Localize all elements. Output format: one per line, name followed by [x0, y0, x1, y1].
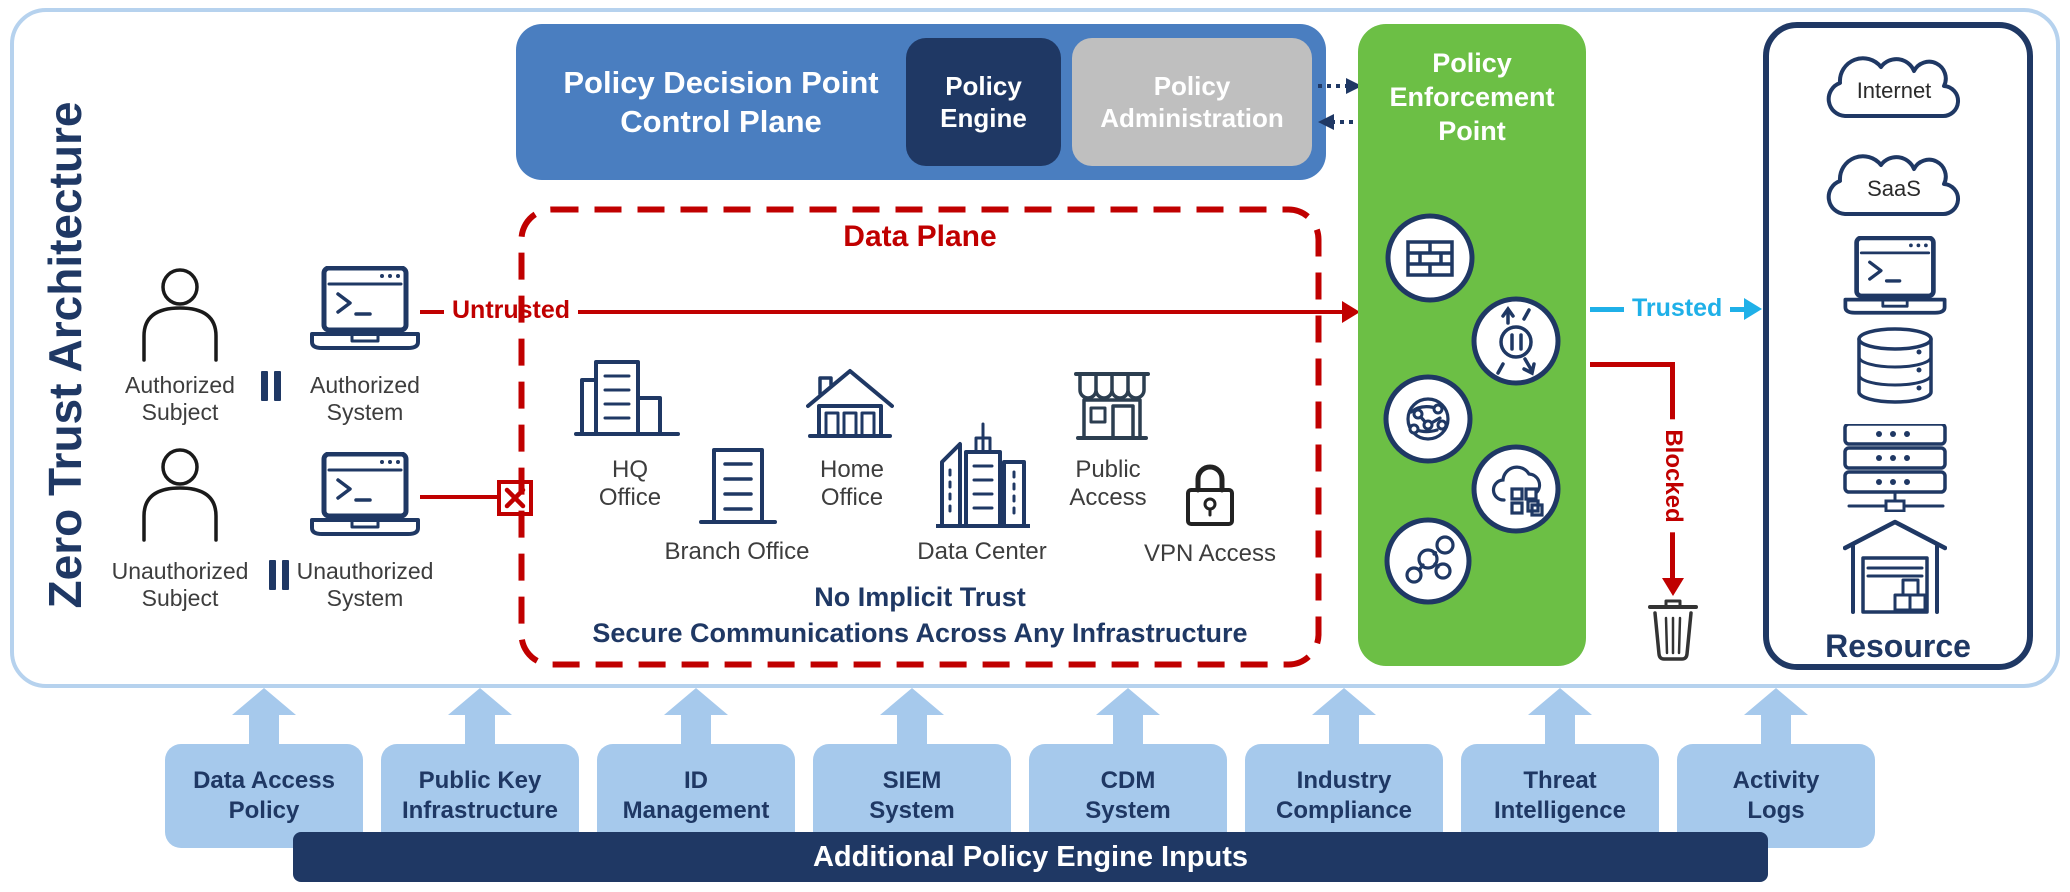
equivalence-icon: [269, 560, 289, 590]
deny-x-icon: [497, 480, 533, 516]
authorized-laptop-icon: [308, 266, 422, 360]
input-arrow-icon: [664, 688, 728, 746]
data-plane-boundary: [518, 206, 1322, 668]
policy-decision-point-box: Policy Decision Point Control Plane Poli…: [516, 24, 1326, 180]
trash-icon: [1646, 598, 1700, 662]
firewall-icon: [1384, 212, 1476, 304]
home-office-label: Home Office: [819, 456, 885, 511]
public-access-label: Public Access: [1069, 456, 1147, 511]
blocked-flow-line-horizontal: [1590, 362, 1674, 367]
equivalence-icon: [261, 371, 281, 401]
data-center-label: Data Center: [917, 538, 1047, 565]
trusted-arrowhead-icon: [1744, 298, 1762, 320]
policy-enforcement-point-title: Policy Enforcement Point: [1389, 48, 1555, 146]
internet-label: Internet: [1856, 78, 1932, 103]
input-arrow-icon: [232, 688, 296, 746]
authorized-system-label: Authorized System: [310, 372, 420, 425]
control-messages-arrows-icon: [1316, 68, 1366, 140]
blocked-arrowhead-icon: [1662, 578, 1684, 596]
resource-title: Resource: [1825, 628, 1971, 664]
input-arrow-icon: [1744, 688, 1808, 746]
unauthorized-system-label: Unauthorized System: [296, 558, 434, 611]
hq-office-icon: [574, 356, 680, 438]
vpn-access-icon: [1184, 458, 1236, 528]
data-center-icon: [936, 418, 1030, 530]
input-arrow-icon: [1528, 688, 1592, 746]
public-access-icon: [1070, 372, 1154, 444]
unauthorized-person-icon: [136, 446, 224, 542]
no-implicit-trust-note: No Implicit Trust: [814, 582, 1026, 612]
input-arrow-icon: [448, 688, 512, 746]
unauthorized-laptop-icon: [308, 452, 422, 546]
home-office-icon: [806, 366, 894, 442]
branch-office-icon: [699, 448, 777, 526]
hq-office-label: HQ Office: [598, 456, 662, 511]
internet-cloud-icon: [1809, 36, 1979, 136]
traffic-filter-icon: [1470, 295, 1562, 387]
untrusted-flow-line: [420, 310, 1346, 314]
warehouse-icon: [1843, 516, 1947, 614]
unauthorized-subject-label: Unauthorized Subject: [111, 558, 249, 611]
policy-decision-point-title: Policy Decision Point Control Plane: [563, 65, 879, 139]
node-link-icon: [1383, 516, 1473, 606]
vpn-access-label: VPN Access: [1143, 540, 1277, 567]
database-icon: [1853, 326, 1937, 412]
cloud-services-icon: [1470, 443, 1562, 535]
input-arrow-icon: [1096, 688, 1160, 746]
resource-box: Internet SaaS: [1763, 22, 2033, 670]
policy-engine-box: Policy Engine: [906, 38, 1061, 166]
saas-label: SaaS: [1867, 176, 1921, 201]
policy-enforcement-point-box: Policy Enforcement Point: [1358, 24, 1586, 666]
global-network-icon: [1382, 373, 1474, 465]
saas-cloud-icon: [1809, 134, 1979, 234]
input-arrow-icon: [1312, 688, 1376, 746]
denied-flow-line: [420, 495, 500, 499]
authorized-person-icon: [136, 266, 224, 362]
trusted-label: Trusted: [1624, 293, 1731, 324]
secure-communications-note: Secure Communications Across Any Infrast…: [592, 618, 1248, 648]
authorized-subject-label: Authorized Subject: [125, 372, 235, 425]
input-arrow-icon: [880, 688, 944, 746]
branch-office-label: Branch Office: [664, 538, 810, 565]
policy-administration-box: Policy Administration: [1072, 38, 1312, 166]
untrusted-label: Untrusted: [444, 295, 579, 326]
server-icon: [1843, 424, 1947, 512]
data-plane-title: Data Plane: [843, 220, 997, 253]
untrusted-arrowhead-icon: [1342, 301, 1360, 323]
laptop-icon: [1841, 236, 1949, 324]
additional-policy-engine-inputs-bar: Additional Policy Engine Inputs: [293, 832, 1768, 882]
